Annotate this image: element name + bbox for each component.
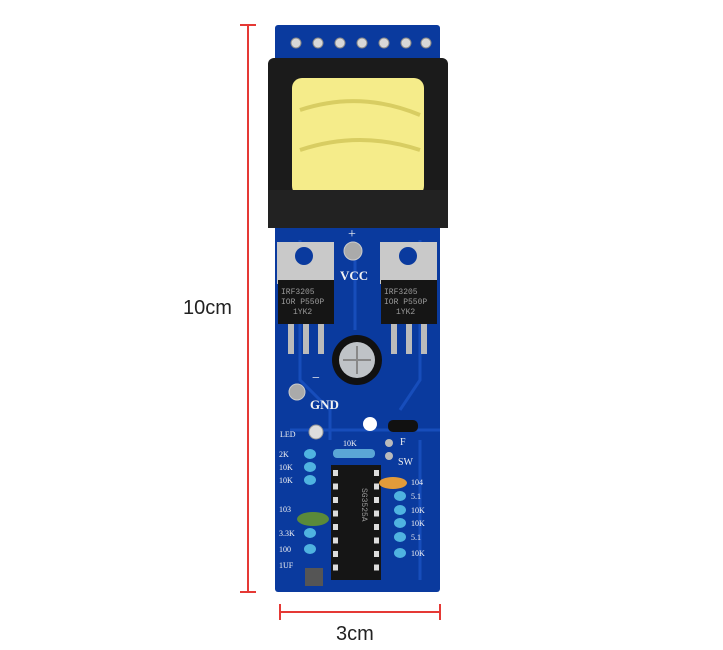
resistor-label: 10K	[343, 439, 357, 448]
left-component-labels: 2K 10K 10K 103 3.3K 100 1UF	[279, 449, 316, 570]
right-component-labels: 104 5.1 10K 10K 5.1 10K	[394, 478, 425, 558]
pwm-ic: SG3525A	[331, 465, 381, 580]
svg-text:1YK2: 1YK2	[396, 308, 415, 317]
resistor	[394, 505, 406, 515]
component-label: 10K	[411, 506, 425, 515]
transistor	[388, 420, 418, 432]
resistor	[394, 518, 406, 528]
smd-capacitor	[305, 568, 323, 586]
led-label: LED	[280, 430, 296, 439]
component-label: 2K	[279, 450, 289, 459]
component-label: 10K	[411, 519, 425, 528]
resistor	[304, 528, 316, 538]
component-label: 103	[279, 505, 291, 514]
width-label: 3cm	[336, 623, 374, 645]
gnd-pad	[288, 383, 306, 401]
component-label: 10K	[279, 476, 293, 485]
led	[308, 424, 324, 440]
resistor	[394, 532, 406, 542]
film-capacitor	[297, 512, 329, 526]
f-label: F	[400, 437, 406, 448]
svg-text:IRF3205: IRF3205	[384, 288, 418, 297]
resistor	[333, 449, 375, 458]
component-label: 5.1	[411, 492, 421, 501]
resistor	[304, 462, 316, 472]
component-label: 10K	[411, 549, 425, 558]
svg-text:IRF3205: IRF3205	[281, 288, 315, 297]
component-label: 3.3K	[279, 529, 295, 538]
mounting-hole	[363, 417, 377, 431]
mosfet-right: IRF3205 IOR P550P 1YK2	[380, 242, 437, 354]
minus-label: −	[312, 371, 320, 386]
ceramic-capacitor	[379, 477, 407, 489]
svg-text:IOR P550P: IOR P550P	[281, 298, 324, 307]
gnd-label: GND	[310, 397, 339, 412]
height-dimension	[240, 24, 256, 593]
transformer	[268, 58, 448, 228]
resistor	[394, 491, 406, 501]
component-label: 5.1	[411, 533, 421, 542]
component-label: 100	[279, 545, 291, 554]
plus-label: +	[348, 227, 356, 242]
component-label: 1UF	[279, 561, 294, 570]
height-label: 10cm	[183, 297, 232, 319]
resistor	[394, 548, 406, 558]
vcc-pad	[343, 241, 363, 261]
svg-text:IOR P550P: IOR P550P	[384, 298, 427, 307]
resistor	[304, 544, 316, 554]
vcc-label: VCC	[340, 268, 368, 283]
svg-text:SG3525A: SG3525A	[359, 488, 368, 522]
width-dimension	[279, 604, 441, 620]
mosfet-left: IRF3205 IOR P550P 1YK2	[277, 242, 334, 354]
component-label: 10K	[279, 463, 293, 472]
electrolytic-capacitor	[332, 335, 382, 385]
resistor	[304, 449, 316, 459]
svg-text:1YK2: 1YK2	[293, 308, 312, 317]
resistor	[304, 475, 316, 485]
sw-label: SW	[398, 457, 414, 468]
header-pins	[290, 37, 432, 49]
component-label: 104	[411, 478, 423, 487]
